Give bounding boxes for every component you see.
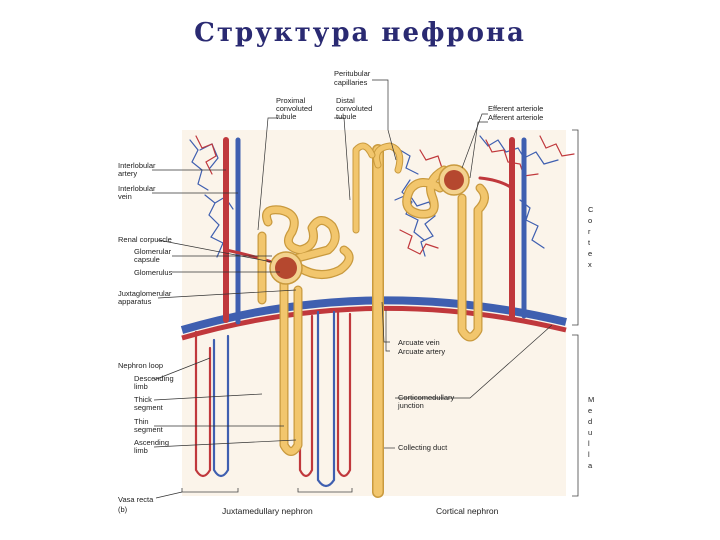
label-distal-tubule-1: Distal [336, 96, 355, 105]
label-panel-b: (b) [118, 505, 128, 514]
label-descending-limb-1: Descending [134, 374, 174, 383]
glomerulus-shape [275, 257, 297, 279]
label-thin-segment-1: Thin [134, 417, 149, 426]
afferent-arteriole-right [478, 176, 514, 190]
label-collecting-duct: Collecting duct [398, 443, 448, 452]
label-thick-segment-1: Thick [134, 395, 152, 404]
afferent-arteriole-left [224, 248, 274, 264]
label-juxtaglomerular-2: apparatus [118, 297, 152, 306]
label-distal-tubule-2: convoluted [336, 104, 372, 113]
label-ascending-limb-1: Ascending [134, 438, 169, 447]
label-nephron-loop: Nephron loop [118, 361, 163, 370]
label-proximal-tubule-2: convoluted [276, 104, 312, 113]
collecting-duct-tube [352, 142, 404, 498]
leader-lines [152, 79, 553, 499]
label-distal-tubule-3: tubule [336, 112, 356, 121]
label-glomerular-capsule-2: capsule [134, 255, 160, 264]
label-vasa-recta: Vasa recta [118, 495, 154, 504]
label-interlobular-artery-1: Interlobular [118, 161, 156, 170]
label-proximal-tubule-3: tubule [276, 112, 296, 121]
label-arcuate-artery: Arcuate artery [398, 347, 445, 356]
label-renal-corpuscle: Renal corpuscle [118, 235, 172, 244]
label-thick-segment-2: segment [134, 403, 164, 412]
label-interlobular-artery-2: artery [118, 169, 137, 178]
label-corticomedullary-1: Corticomedullary [398, 393, 455, 402]
label-afferent-arteriole: Afferent arteriole [488, 113, 543, 122]
glomerulus-right [444, 170, 464, 190]
page-title: Структура нефрона [194, 18, 526, 48]
label-peritubular-capillaries-2: capillaries [334, 78, 368, 87]
label-glomerular-capsule-1: Glomerular [134, 247, 172, 256]
label-peritubular-capillaries-1: Peritubular [334, 69, 371, 78]
label-arcuate-vein: Arcuate vein [398, 338, 440, 347]
label-proximal-tubule-1: Proximal [276, 96, 306, 105]
cortical-nephron-tubule [402, 165, 489, 342]
juxtamedullary-nephron-tubule [257, 205, 354, 456]
region-brackets [181, 129, 579, 497]
vasa-recta-vessels [194, 310, 352, 488]
label-cortical-nephron: Cortical nephron [436, 506, 499, 516]
label-juxtaglomerular-1: Juxtaglomerular [118, 289, 172, 298]
label-corticomedullary-2: junction [397, 401, 424, 410]
label-ascending-limb-2: limb [134, 446, 148, 455]
label-efferent-arteriole: Efferent arteriole [488, 104, 543, 113]
label-glomerulus: Glomerulus [134, 268, 173, 277]
label-juxtamedullary-nephron: Juxtamedullary nephron [222, 506, 313, 516]
label-interlobular-vein-2: vein [118, 192, 132, 201]
label-descending-limb-2: limb [134, 382, 148, 391]
label-interlobular-vein-1: Interlobular [118, 184, 156, 193]
label-thin-segment-2: segment [134, 425, 164, 434]
